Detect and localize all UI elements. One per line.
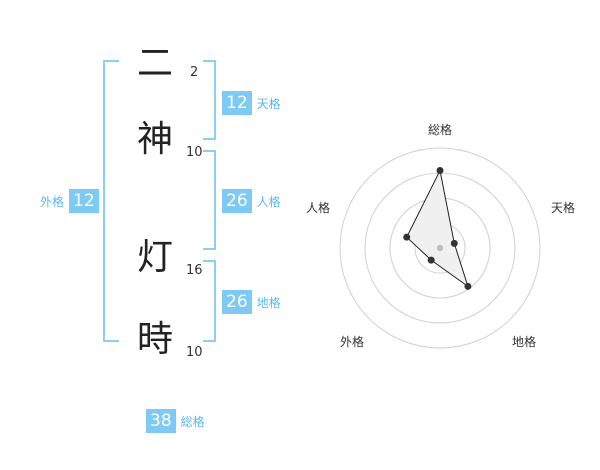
kaku-radar-chart: 総格 天格 地格 外格 人格 — [306, 122, 575, 349]
radar-point-ten — [450, 239, 458, 247]
gaikaku-value: 12 — [69, 189, 99, 213]
tenkaku-label: 天格 — [256, 96, 281, 111]
radar-ring-4 — [339, 147, 541, 349]
gaikaku-bracket — [103, 60, 119, 342]
stroke-count-3: 16 — [186, 263, 203, 278]
radar-label-tenkaku: 天格 — [551, 200, 575, 215]
chikaku-bracket — [203, 260, 216, 342]
gaikaku-label: 外格 — [40, 194, 65, 209]
jinkaku: 26 人格 — [222, 189, 281, 213]
stroke-count-2: 10 — [186, 145, 203, 160]
chikaku: 26 地格 — [222, 290, 281, 314]
gaikaku: 外格 12 — [40, 189, 99, 213]
radar-label-chikaku: 地格 — [512, 334, 536, 349]
jinkaku-bracket — [203, 150, 216, 250]
radar-label-jinkaku: 人格 — [306, 200, 330, 215]
soukaku-value: 38 — [146, 409, 176, 433]
radar-center — [437, 245, 443, 251]
name-char-1: 二 — [136, 43, 173, 84]
chikaku-label: 地格 — [256, 295, 281, 310]
radar-label-gaikaku: 外格 — [340, 334, 364, 349]
name-char-3: 灯 — [136, 237, 173, 278]
name-char-4: 時 — [136, 319, 173, 360]
tenkaku-bracket — [203, 60, 216, 140]
tenkaku: 12 天格 — [222, 91, 281, 115]
radar-point-gai — [427, 256, 435, 264]
stroke-count-4: 10 — [186, 345, 203, 360]
radar-points — [403, 167, 472, 290]
radar-point-chi — [464, 282, 472, 290]
radar-point-sou — [436, 167, 444, 174]
radar-area — [406, 168, 469, 288]
jinkaku-label: 人格 — [256, 194, 281, 209]
radar-point-jin — [403, 233, 411, 241]
soukaku-label: 総格 — [180, 414, 205, 429]
name-char-2: 神 — [136, 119, 173, 160]
jinkaku-value: 26 — [222, 189, 252, 213]
stroke-count-1: 2 — [190, 65, 199, 80]
radar-label-soukaku: 総格 — [428, 122, 452, 137]
soukaku: 38 総格 — [146, 409, 205, 433]
chikaku-value: 26 — [222, 290, 252, 314]
tenkaku-value: 12 — [222, 91, 252, 115]
